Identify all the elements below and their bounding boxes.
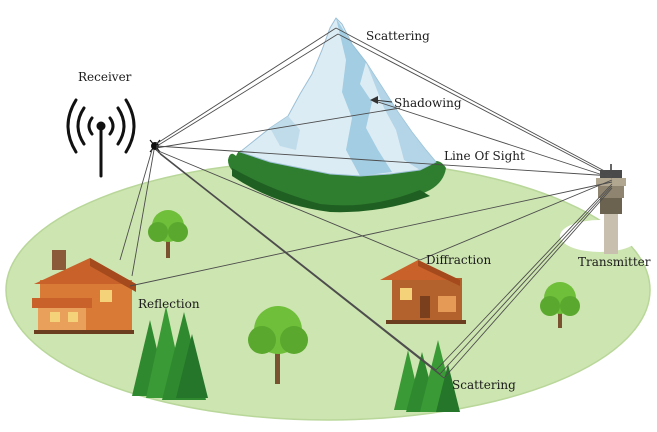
tree-right [540,282,580,328]
scattering-bottom-label: Scattering [452,378,516,392]
conifers-left [132,306,208,400]
shadowing-arrow [370,96,393,104]
antenna-icon [66,98,136,178]
tree-left [148,210,188,258]
tree-center [248,306,308,384]
shadowing-label: Shadowing [394,96,462,110]
mountain [238,17,437,177]
transmitter-label: Transmitter [578,255,651,269]
scattering-top-label: Scattering [366,29,430,43]
line-of-sight-label: Line Of Sight [444,149,525,163]
conifers-bottom [394,340,460,412]
house-right [380,260,466,324]
diffraction-label: Diffraction [426,253,492,267]
receiver-label: Receiver [78,70,132,84]
house-left [32,250,136,334]
signal-paths [119,27,613,379]
reflection-label: Reflection [138,297,200,311]
